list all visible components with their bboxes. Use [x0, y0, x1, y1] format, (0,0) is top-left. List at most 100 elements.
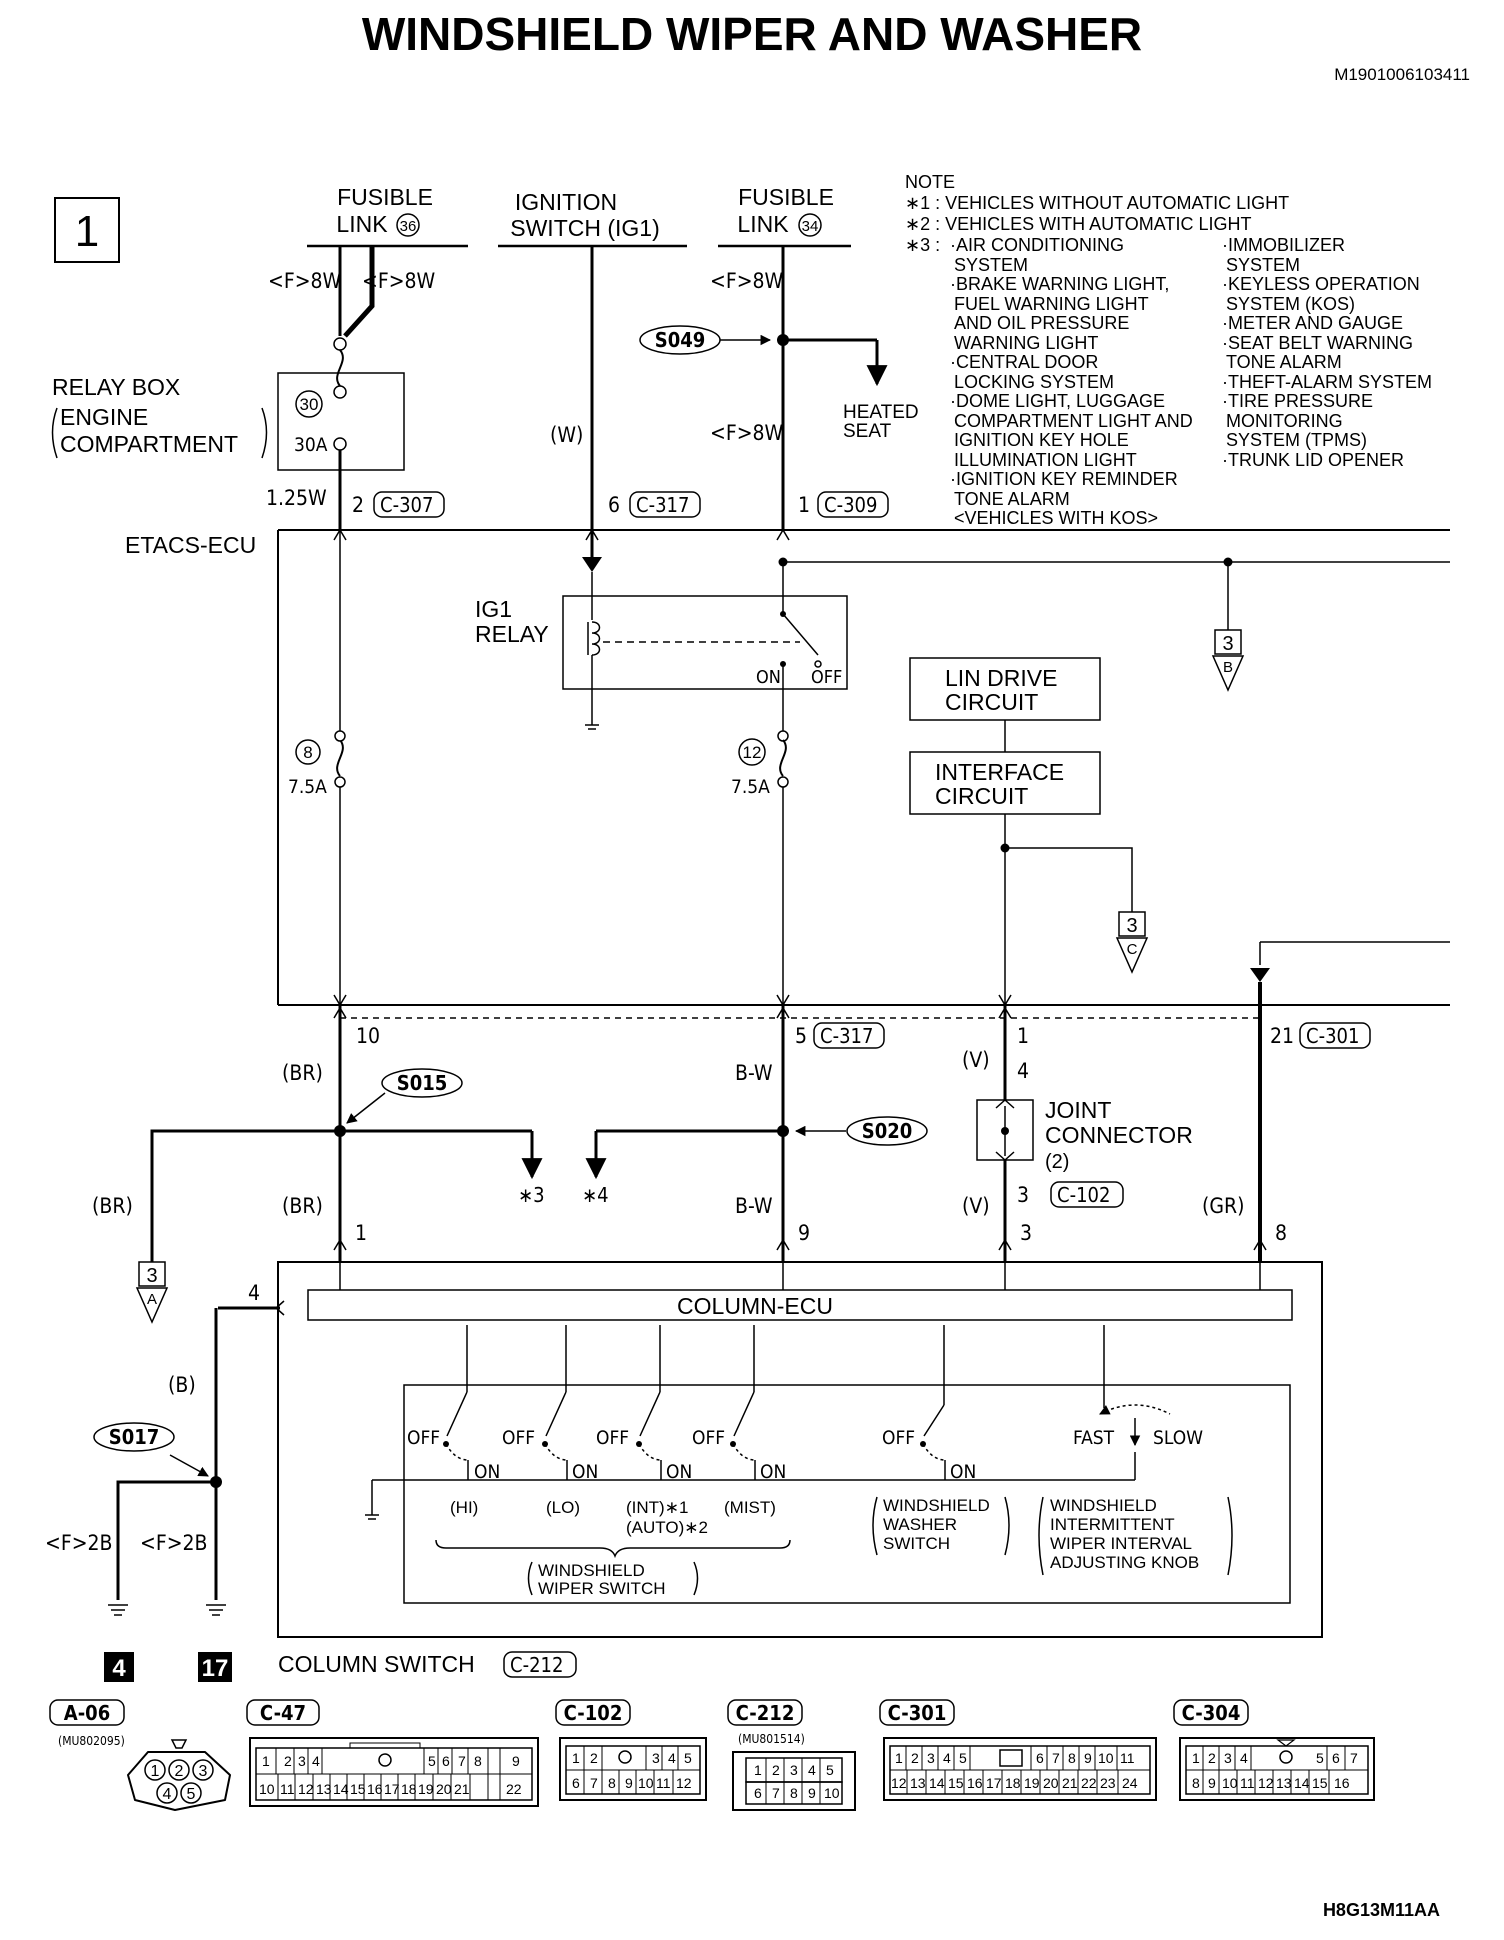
label-off-hi: OFF	[407, 1427, 440, 1449]
pin-5: 5	[795, 1024, 807, 1048]
interval-label-4: ADJUSTING KNOB	[1050, 1553, 1199, 1572]
interface-circuit: INTERFACE CIRCUIT	[909, 751, 1133, 1005]
svg-text:14: 14	[1294, 1775, 1310, 1791]
conn-c212: C-212	[510, 1653, 563, 1677]
svg-text:36: 36	[400, 218, 417, 235]
interval-label-2: INTERMITTENT	[1050, 1515, 1175, 1534]
svg-text:∗3 :: ∗3 :	[905, 235, 940, 255]
svg-text:·METER AND GAUGE: ·METER AND GAUGE	[1222, 313, 1403, 333]
svg-text:9: 9	[625, 1775, 633, 1791]
svg-text:C-212: C-212	[736, 1701, 795, 1725]
svg-text:∗1 : VEHICLES WITHOUT AUTOMATI: ∗1 : VEHICLES WITHOUT AUTOMATIC LIGHT	[905, 193, 1289, 213]
svg-text:FUEL WARNING LIGHT: FUEL WARNING LIGHT	[954, 294, 1149, 314]
svg-text:12: 12	[891, 1775, 907, 1791]
svg-text:MONITORING: MONITORING	[1226, 411, 1343, 431]
svg-text:16: 16	[1334, 1775, 1350, 1791]
svg-text:AND OIL PRESSURE: AND OIL PRESSURE	[954, 313, 1129, 333]
svg-text:13: 13	[910, 1775, 926, 1791]
pin-9: 9	[798, 1221, 810, 1245]
svg-text:∗2 : VEHICLES WITH AUTOMATIC L: ∗2 : VEHICLES WITH AUTOMATIC LIGHT	[905, 214, 1251, 234]
svg-text:19: 19	[418, 1781, 434, 1797]
column-switch-box	[277, 1261, 1323, 1638]
switch-contact-washer	[920, 1325, 946, 1480]
fuse-30-symbol	[336, 349, 344, 387]
svg-text:10: 10	[259, 1781, 275, 1797]
splice-s049: S049	[655, 328, 706, 352]
etacs-ecu-box	[277, 529, 1450, 1006]
svg-text:8: 8	[790, 1785, 798, 1801]
svg-text:16: 16	[367, 1781, 383, 1797]
fuse-30-amp: 30A	[294, 434, 328, 456]
svg-text:SYSTEM: SYSTEM	[954, 255, 1028, 275]
label-off-washer: OFF	[882, 1427, 915, 1449]
svg-text:·TIRE PRESSURE: ·TIRE PRESSURE	[1222, 391, 1373, 411]
svg-text:·IMMOBILIZER: ·IMMOBILIZER	[1222, 235, 1345, 255]
svg-text:NOTE: NOTE	[905, 172, 955, 192]
conn-c317-a: C-317	[636, 493, 689, 517]
wire-label-gr: (GR)	[1202, 1194, 1245, 1218]
svg-text:10: 10	[1222, 1775, 1238, 1791]
svg-text:9: 9	[808, 1785, 816, 1801]
svg-text:6: 6	[754, 1785, 762, 1801]
svg-text:7: 7	[772, 1785, 780, 1801]
svg-text:14: 14	[333, 1781, 349, 1797]
label-hi: (HI)	[450, 1498, 478, 1517]
svg-text:2: 2	[1208, 1750, 1216, 1766]
column-switch-pins	[333, 1238, 1267, 1251]
svg-text:9: 9	[1084, 1750, 1092, 1766]
svg-text:18: 18	[1005, 1775, 1021, 1791]
svg-text:IGNITION KEY HOLE: IGNITION KEY HOLE	[954, 430, 1129, 450]
svg-text:3: 3	[298, 1753, 306, 1769]
relay-box-label: RELAY BOX	[52, 374, 180, 400]
svg-text:18: 18	[401, 1781, 417, 1797]
wire-label-br-3: (BR)	[282, 1194, 323, 1218]
svg-text:SWITCH (IG1): SWITCH (IG1)	[510, 215, 660, 241]
conn-c102-box	[1050, 1181, 1124, 1208]
svg-text:FUSIBLE: FUSIBLE	[738, 184, 834, 210]
svg-text:10: 10	[1098, 1750, 1114, 1766]
svg-text:(MU802095): (MU802095)	[58, 1734, 125, 1748]
label-off-mist: OFF	[692, 1427, 725, 1449]
ref-3b: 3 B	[1211, 629, 1245, 692]
conn-c317-b-box	[813, 1022, 885, 1049]
svg-text:6: 6	[442, 1753, 450, 1769]
switch-contact-lo	[542, 1325, 568, 1480]
etacs-ecu-label: ETACS-ECU	[125, 532, 256, 558]
ref-3c: 3 C	[1115, 911, 1149, 974]
washer-label-2: WASHER	[883, 1515, 957, 1534]
svg-text:SYSTEM: SYSTEM	[1226, 255, 1300, 275]
relay-box-sub1: ENGINE	[60, 404, 148, 430]
wire-label-f8w-c: <F>8W	[710, 269, 784, 293]
svg-text:3: 3	[790, 1762, 798, 1778]
svg-text:3: 3	[1224, 1750, 1232, 1766]
svg-text:FUSIBLE: FUSIBLE	[337, 184, 433, 210]
svg-text:C-301: C-301	[888, 1701, 947, 1725]
relay-on-label: ON	[756, 667, 781, 688]
svg-text:TONE ALARM: TONE ALARM	[1226, 352, 1342, 372]
wire-label-125w: 1.25W	[266, 486, 327, 510]
conn-c307: C-307	[380, 493, 433, 517]
label-slow: SLOW	[1153, 1427, 1203, 1449]
splice-s020: S020	[862, 1119, 913, 1143]
svg-text:11: 11	[1120, 1750, 1135, 1766]
wire-label-v-1: (V)	[962, 1048, 990, 1072]
svg-text:1: 1	[151, 1763, 160, 1780]
svg-text:4: 4	[312, 1753, 320, 1769]
svg-text:1: 1	[895, 1750, 903, 1766]
svg-text:3: 3	[652, 1750, 660, 1766]
svg-text:C: C	[1127, 941, 1138, 958]
conn-c317-a-box	[629, 491, 701, 518]
svg-text:12: 12	[676, 1775, 692, 1791]
column-switch-label: COLUMN SWITCH	[278, 1651, 475, 1677]
fuse-30-number: 30	[300, 395, 319, 414]
svg-text:4: 4	[163, 1786, 172, 1803]
wire-b-ground	[93, 1300, 285, 1616]
svg-text:3: 3	[1126, 915, 1137, 937]
wire-label-f2b-b: <F>2B	[140, 1531, 208, 1555]
svg-text:·THEFT-ALARM SYSTEM: ·THEFT-ALARM SYSTEM	[1222, 372, 1432, 392]
svg-text:17: 17	[986, 1775, 1002, 1791]
svg-text:(MU801514): (MU801514)	[738, 1732, 805, 1746]
svg-text:LINK: LINK	[737, 211, 789, 237]
